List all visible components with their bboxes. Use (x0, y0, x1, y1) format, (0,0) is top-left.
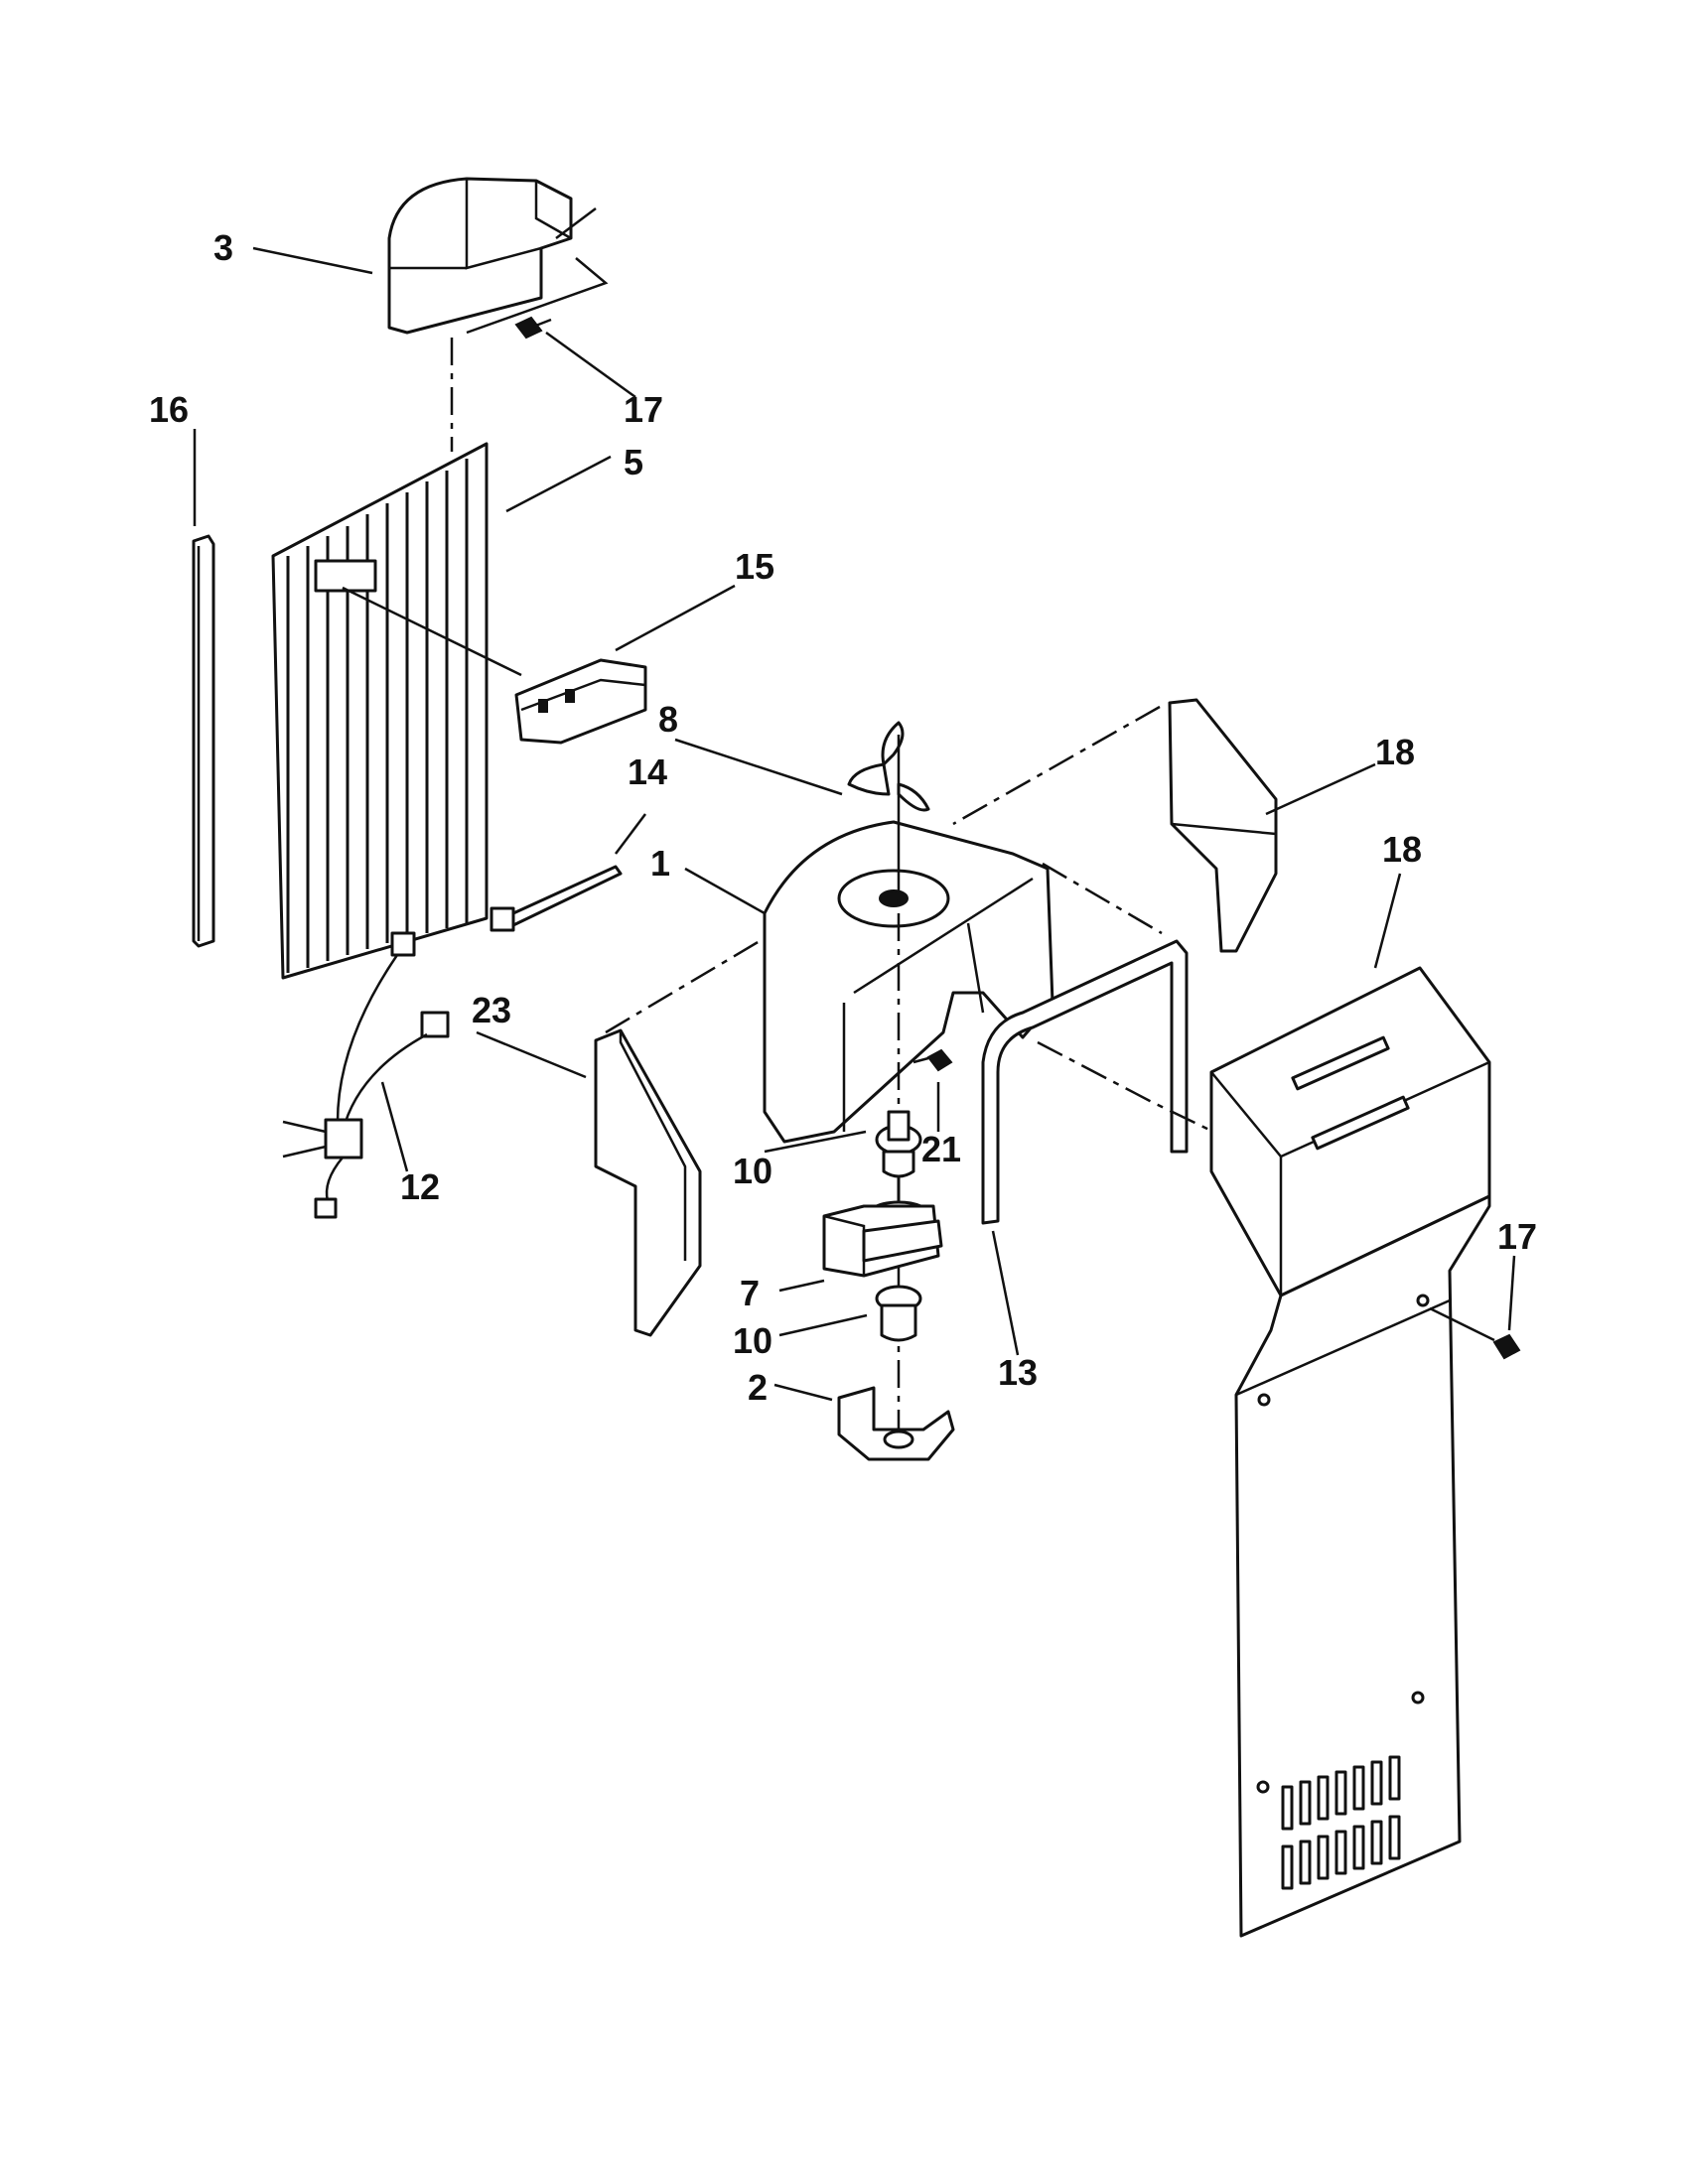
callout-21: 21 (921, 1129, 961, 1169)
shroud-gasket-part (981, 939, 1189, 1225)
callout-10a: 10 (733, 1151, 772, 1191)
callout-10b: 10 (733, 1320, 772, 1361)
callout-8: 8 (658, 699, 678, 740)
mounting-clip-part (514, 658, 647, 745)
callout-15: 15 (735, 546, 774, 587)
foam-strip-part (192, 534, 215, 948)
callout-labels: 3 17 16 5 15 8 14 1 23 12 10 21 7 10 2 1… (149, 227, 1537, 1408)
evaporator-cover-part (271, 442, 522, 980)
callout-16: 16 (149, 389, 189, 430)
fan-blade-part (847, 721, 930, 864)
wire-harness-part (282, 931, 450, 1219)
evaporator-fan-motor-part (822, 1176, 943, 1278)
left-insulation-part (594, 1028, 702, 1337)
callout-14: 14 (628, 751, 667, 792)
callout-23: 23 (472, 990, 511, 1030)
motor-grommet-lower-part (875, 1285, 922, 1342)
callout-13: 13 (998, 1352, 1038, 1393)
motor-grommet-upper-part (875, 1110, 922, 1178)
callout-22: 18 (1375, 732, 1415, 772)
callout-18b: 17 (1497, 1216, 1537, 1257)
callout-12: 12 (400, 1166, 440, 1207)
cable-tie-part (490, 865, 623, 932)
callout-1: 1 (650, 843, 670, 884)
callout-7: 7 (740, 1273, 760, 1313)
callout-5: 5 (624, 442, 643, 482)
right-insulation-part (1168, 698, 1278, 953)
fan-shroud-part (763, 820, 1054, 1144)
screw-top-part (514, 316, 552, 340)
rear-access-panel-part (1209, 966, 1491, 1938)
screw-shroud-part (912, 1048, 953, 1072)
air-duct-cover-part (387, 177, 609, 335)
callout-17: 18 (1382, 829, 1422, 870)
callout-3: 3 (213, 227, 233, 268)
leader-lines (193, 246, 1516, 1402)
screw-right-part (1429, 1306, 1521, 1360)
callout-2: 2 (748, 1367, 768, 1408)
motor-bracket-part (837, 1386, 955, 1461)
callout-18a: 17 (624, 389, 663, 430)
